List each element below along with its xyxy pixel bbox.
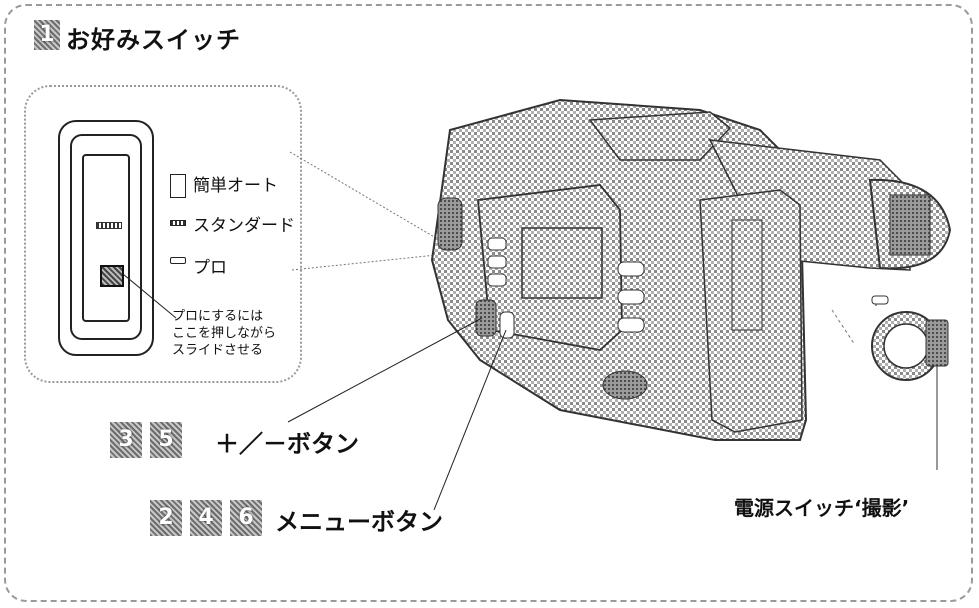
knob-callout-line bbox=[122, 273, 177, 319]
page-frame bbox=[4, 4, 973, 602]
menu-button-label: メニューボタン bbox=[275, 508, 443, 536]
auto-mode-icon bbox=[170, 174, 186, 198]
option-label-pro: プロ bbox=[193, 258, 227, 278]
pro-mode-icon bbox=[170, 257, 186, 264]
number-badge-5: 5 bbox=[150, 422, 182, 458]
plus-minus-button-label: ＋／－ボタン bbox=[215, 430, 359, 458]
switch-knob bbox=[100, 265, 124, 287]
power-switch-label: 電源スイッチ‘撮影’ bbox=[734, 496, 910, 520]
power-switch-lever bbox=[925, 319, 949, 367]
pro-note-line-3: スライドさせる bbox=[172, 343, 264, 358]
section-title: お好みスイッチ bbox=[66, 26, 241, 54]
plus-minus-button-shape bbox=[475, 299, 497, 337]
option-label-auto: 簡単オート bbox=[193, 176, 278, 196]
plus-minus-leader-line bbox=[287, 317, 483, 423]
standard-position-mark bbox=[96, 222, 122, 229]
switch-housing-outer bbox=[58, 120, 154, 356]
inset-leader-top bbox=[289, 151, 437, 239]
inset-leader-bottom bbox=[291, 254, 437, 271]
number-badge-2: 2 bbox=[150, 500, 182, 536]
menu-leader-line bbox=[433, 329, 507, 511]
standard-mode-icon bbox=[170, 220, 186, 226]
switch-inset-panel bbox=[24, 85, 302, 383]
section-number-badge: 1 bbox=[34, 20, 60, 50]
number-badge-6: 6 bbox=[230, 500, 262, 536]
option-label-standard: スタンダード bbox=[193, 216, 295, 236]
menu-button-shape bbox=[499, 311, 515, 339]
number-badge-3: 3 bbox=[110, 422, 142, 458]
number-badge-4: 4 bbox=[190, 500, 222, 536]
switch-housing-inner bbox=[70, 134, 142, 340]
preference-dial bbox=[437, 197, 463, 251]
pro-note-line-1: プロにするには bbox=[172, 309, 264, 324]
pro-note-line-2: ここを押しながら bbox=[172, 326, 277, 341]
switch-slot bbox=[82, 154, 130, 322]
